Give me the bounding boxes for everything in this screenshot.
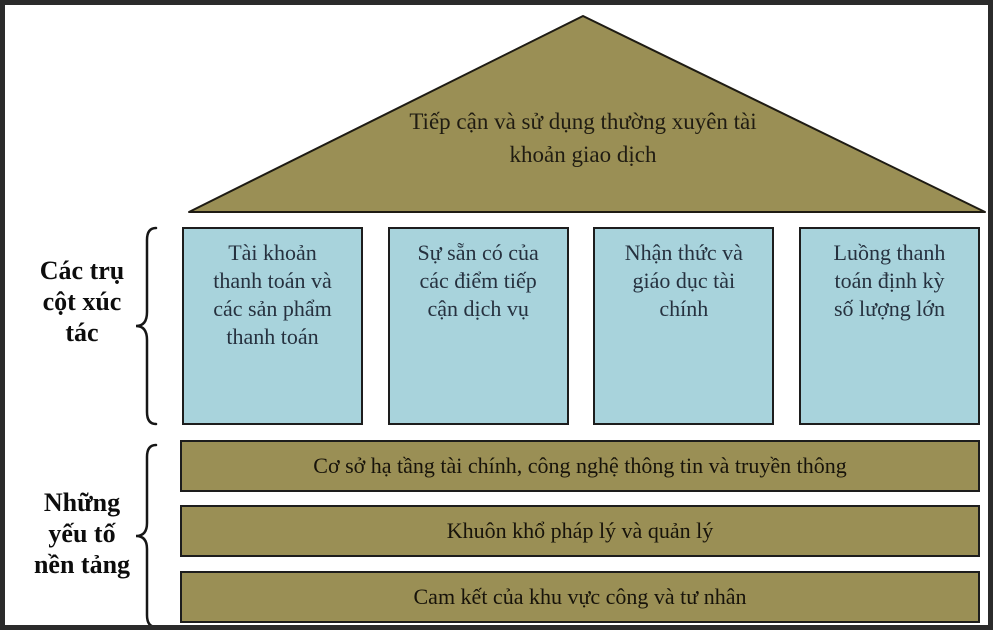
roof-triangle <box>188 15 986 213</box>
pillar-label: Nhận thức và giáo dục tài chính <box>624 240 743 321</box>
pillars-brace-icon <box>135 226 158 426</box>
pillar-box-2: Sự sẵn có của các điểm tiếp cận dịch vụ <box>387 227 569 425</box>
pillars-section-label: Các trụ cột xúc tác <box>39 256 125 347</box>
foundation-bar-1: Cơ sở hạ tầng tài chính, công nghệ thông… <box>180 440 980 492</box>
pillar-box-3: Nhận thức và giáo dục tài chính <box>593 227 775 425</box>
foundation-section-label: Những yếu tố nền tảng <box>33 488 131 579</box>
pillar-label: Luồng thanh toán định kỳ số lượng lớn <box>833 240 946 321</box>
roof-label: Tiếp cận và sử dụng thường xuyên tài kho… <box>409 109 757 167</box>
foundation-bar-2: Khuôn khổ pháp lý và quản lý <box>180 505 980 557</box>
pillar-box-1: Tài khoản thanh toán và các sản phẩm tha… <box>182 227 363 425</box>
foundation-bar-3: Cam kết của khu vực công và tư nhân <box>180 571 980 623</box>
pillar-label: Tài khoản thanh toán và các sản phẩm tha… <box>213 240 332 349</box>
pillar-box-4: Luồng thanh toán định kỳ số lượng lớn <box>798 227 980 425</box>
foundation-brace-icon <box>135 443 158 625</box>
foundation-bar-label: Cam kết của khu vực công và tư nhân <box>413 584 747 609</box>
pillar-label: Sự sẵn có của các điểm tiếp cận dịch vụ <box>417 240 539 321</box>
foundation-bar-label: Cơ sở hạ tầng tài chính, công nghệ thông… <box>313 453 847 478</box>
foundation-bar-label: Khuôn khổ pháp lý và quản lý <box>446 518 714 543</box>
pillars-row: Tài khoản thanh toán và các sản phẩm tha… <box>182 227 980 425</box>
